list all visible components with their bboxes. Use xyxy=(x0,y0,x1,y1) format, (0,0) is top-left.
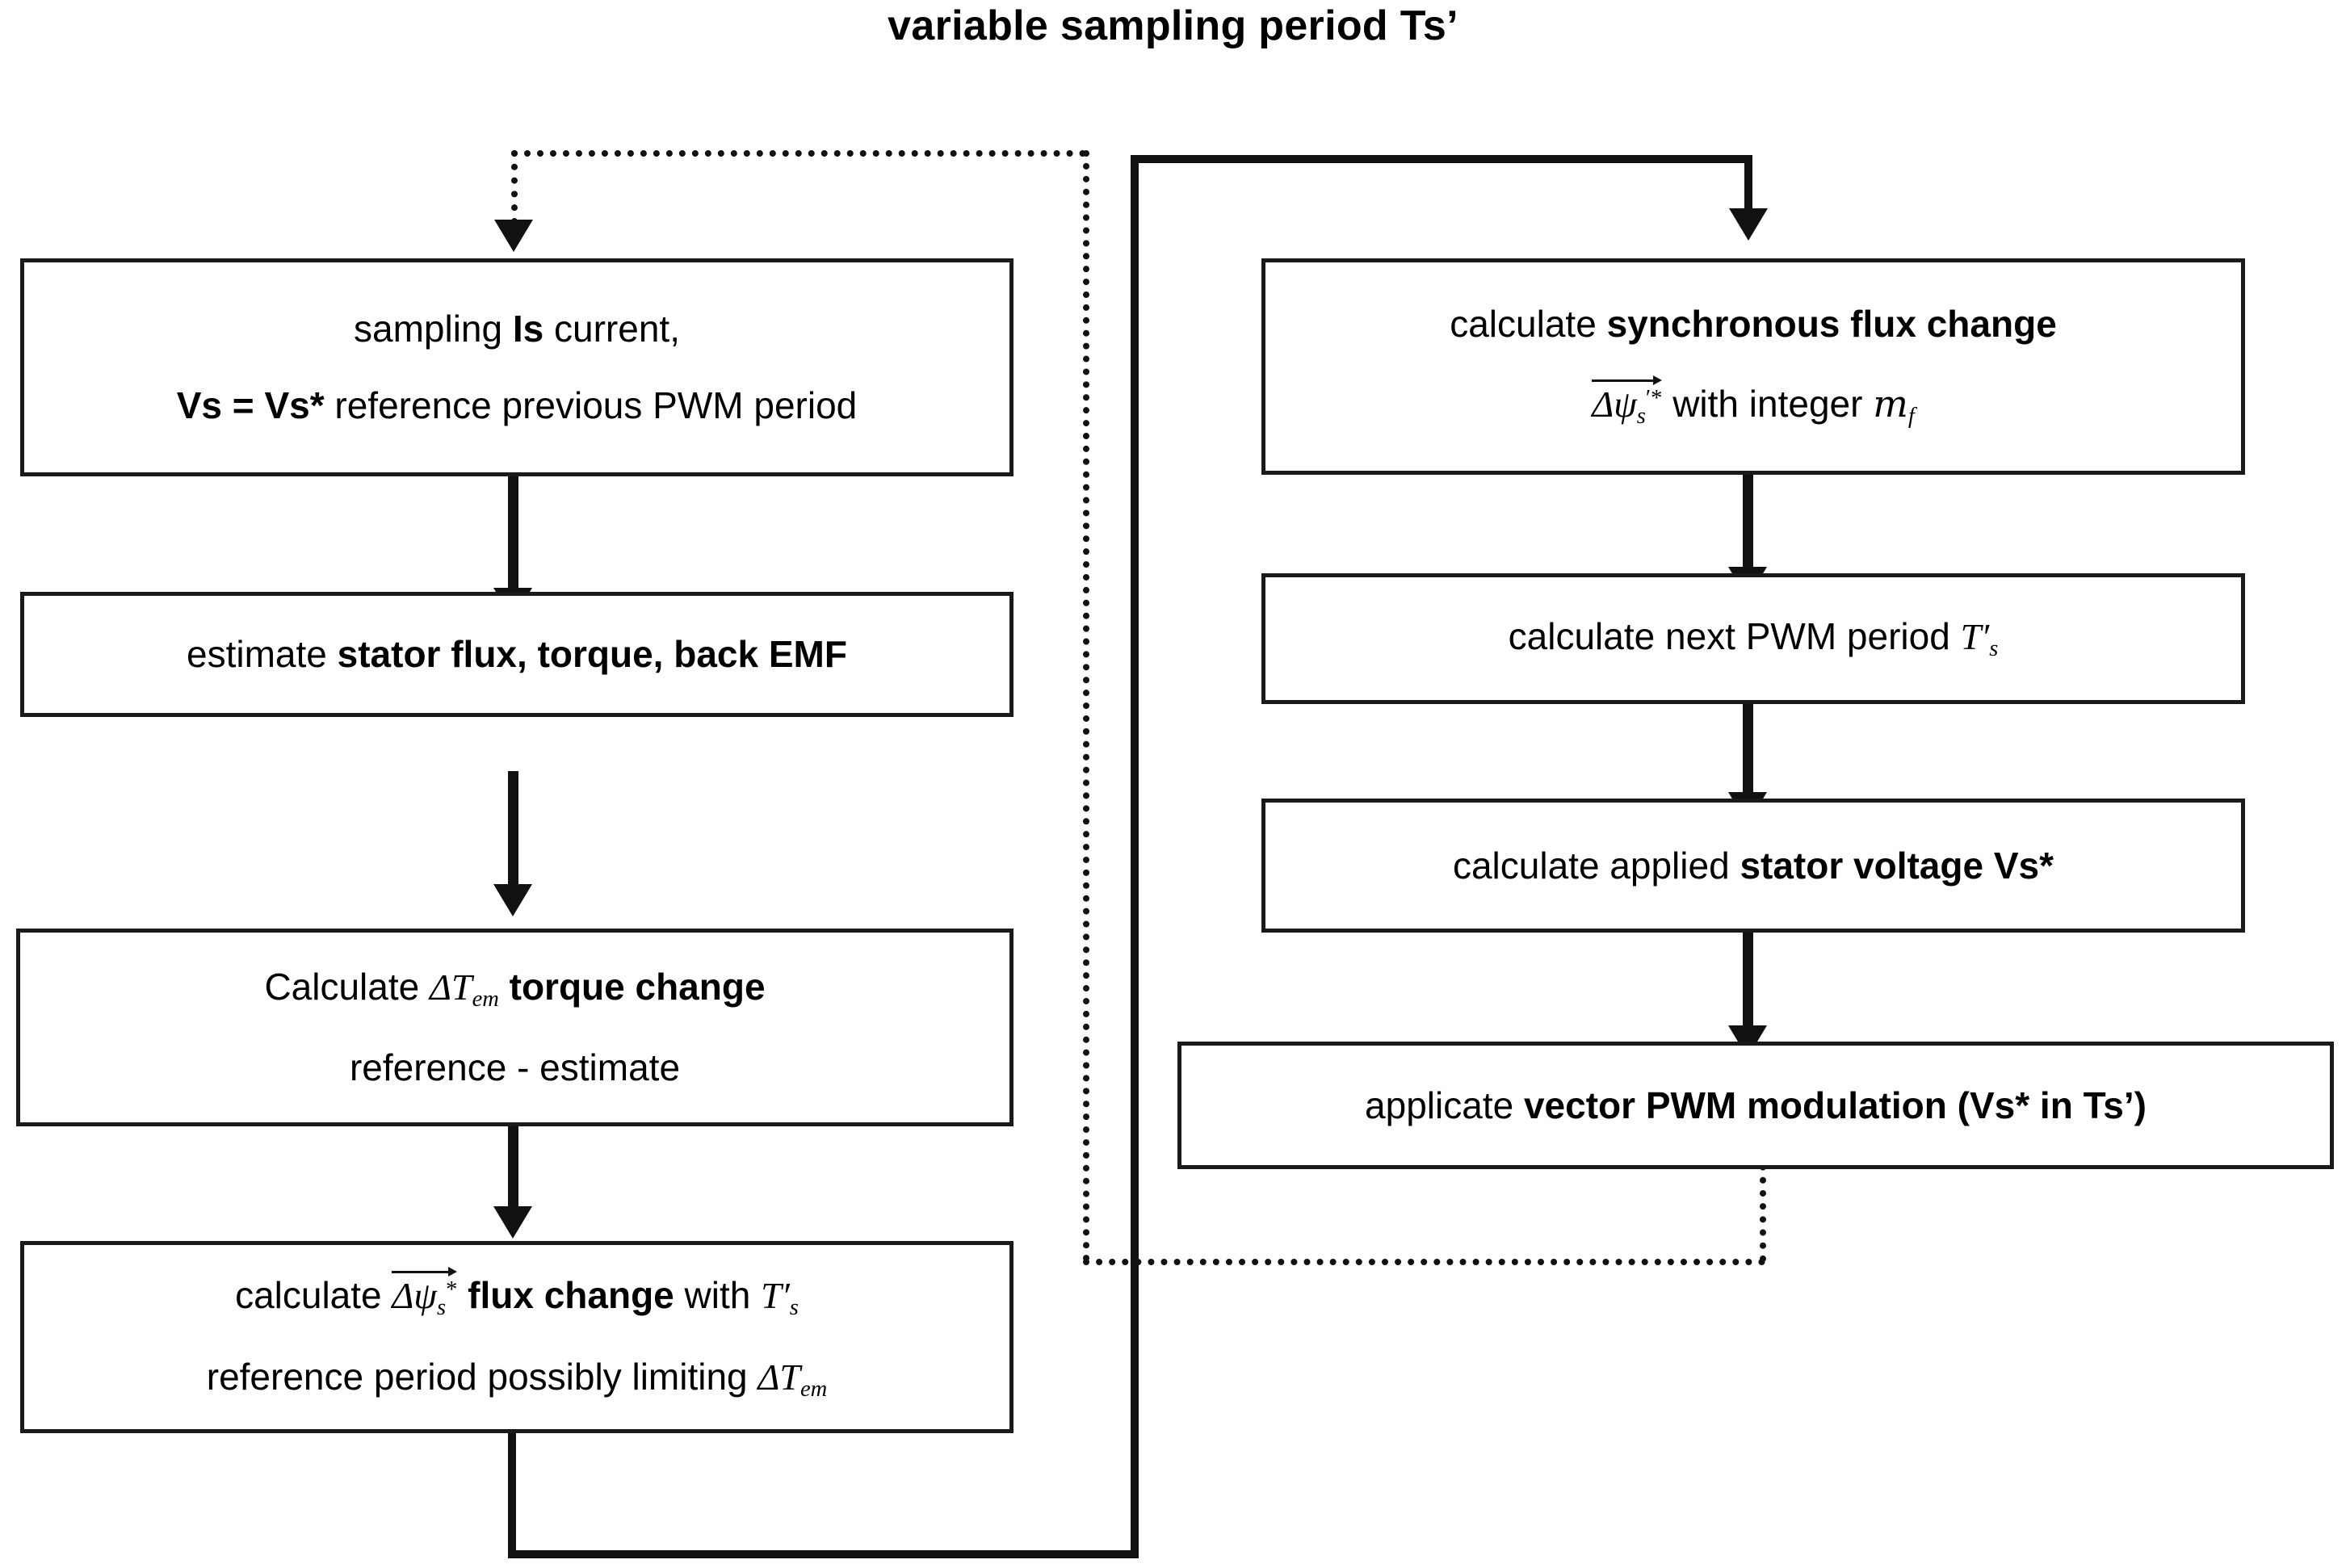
sampling-box-text-vsref: Vs* xyxy=(264,384,325,426)
solid-loop-seg-down-right xyxy=(1744,155,1752,213)
synchronous-flux-box-line-2: Δψs′* with integer mf xyxy=(1592,375,1915,430)
flux-change-psi: ψ xyxy=(413,1275,437,1317)
flux-change-delta: Δ xyxy=(392,1275,414,1317)
solid-loop-seg-top xyxy=(1131,155,1752,163)
next-pwm-period-box-text-a: calculate next PWM period xyxy=(1508,614,1961,657)
flux-change-box[interactable]: calculate Δψs* flux change with T′s refe… xyxy=(20,1241,1014,1433)
flux-change-box-line-2: reference period possibly limiting ΔTem xyxy=(207,1356,828,1403)
sampling-box-text-a: sampling xyxy=(354,308,513,350)
feedback-dotted-seg-bottom xyxy=(1083,1259,1765,1265)
torque-change-box-text-b: torque change xyxy=(498,965,766,1008)
estimate-box-text-b: stator flux, torque, back EMF xyxy=(337,633,847,676)
feedback-dotted-seg-down-right xyxy=(1760,1125,1766,1262)
torque-change-box-delta-t: ΔT xyxy=(430,966,472,1008)
flux-change-T-prime: ′ xyxy=(781,1275,790,1317)
synchronous-flux-box-text-a: calculate xyxy=(1450,303,1607,346)
sync-flux-m: m xyxy=(1873,382,1908,426)
sync-flux-m-sub: f xyxy=(1907,404,1915,430)
sampling-box-line-2: Vs = Vs* reference previous PWM period xyxy=(177,384,858,427)
flux-change-box-line2-dt: ΔT xyxy=(758,1356,800,1398)
flux-change-box-with: with xyxy=(674,1274,762,1317)
pwm-modulation-box-line-1: applicate vector PWM modulation (Vs* in … xyxy=(1365,1084,2147,1127)
flux-change-box-text-a: calculate xyxy=(235,1274,392,1317)
pwm-modulation-box-text-a: applicate xyxy=(1365,1084,1524,1126)
estimate-box-line-1: estimate stator flux, torque, back EMF xyxy=(187,633,847,676)
arrow-shaft-estimate-to-torque xyxy=(508,771,518,888)
estimate-box[interactable]: estimate stator flux, torque, back EMF xyxy=(20,592,1014,717)
next-pwm-period-box-line-1: calculate next PWM period T′s xyxy=(1509,615,1999,663)
flux-change-box-line2-a: reference period possibly limiting xyxy=(206,1356,758,1398)
flux-change-psi-sup: * xyxy=(446,1277,458,1302)
arrow-shaft-voltage-to-modulation xyxy=(1743,933,1753,1029)
flux-change-T-sub: s xyxy=(789,1295,799,1321)
solid-loop-seg-bottom xyxy=(508,1550,1139,1558)
arrow-shaft-sync-to-period xyxy=(1743,475,1753,572)
sampling-box[interactable]: sampling Is current, Vs = Vs* reference … xyxy=(20,258,1014,476)
torque-change-box-line-1: Calculate ΔTem torque change xyxy=(264,966,765,1013)
torque-change-box-line-2: reference - estimate xyxy=(349,1046,681,1089)
flux-change-vector-psi: Δψs* xyxy=(392,1267,458,1322)
arrow-shaft-torque-to-flux xyxy=(508,1114,518,1211)
stator-voltage-box[interactable]: calculate applied stator voltage Vs* xyxy=(1261,799,2245,933)
next-pwm-period-T-sub: s xyxy=(1989,635,1999,661)
sampling-box-text-d: reference previous PWM period xyxy=(324,384,858,426)
arrow-shaft-sampling-to-estimate xyxy=(508,475,518,592)
stator-voltage-box-text-a: calculate applied xyxy=(1452,844,1740,887)
arrow-shaft-period-to-voltage xyxy=(1743,704,1753,797)
pwm-modulation-box-text-b: vector PWM modulation (Vs* in Ts’) xyxy=(1523,1084,2147,1126)
sync-flux-delta: Δ xyxy=(1592,384,1614,426)
synchronous-flux-box[interactable]: calculate synchronous flux change Δψs′* … xyxy=(1261,258,2245,475)
estimate-box-text-a: estimate xyxy=(187,633,338,676)
stator-voltage-box-text-b: stator voltage Vs* xyxy=(1740,844,2054,887)
feedback-dotted-seg-top xyxy=(511,150,1086,157)
feedback-dotted-arrowhead xyxy=(494,220,533,252)
sync-flux-psi-prime: ′ xyxy=(1645,385,1651,411)
sampling-box-text-eq: = xyxy=(222,384,265,426)
torque-change-box-em-sub: em xyxy=(472,986,499,1012)
sampling-box-text-c: current, xyxy=(543,308,680,350)
solid-loop-arrowhead xyxy=(1729,208,1768,241)
arrow-head-torque-to-flux xyxy=(493,1206,532,1239)
sync-flux-psi: ψ xyxy=(1614,384,1637,426)
synchronous-flux-box-line-1: calculate synchronous flux change xyxy=(1450,303,2057,346)
torque-change-box-text-a: Calculate xyxy=(264,965,430,1008)
flux-change-box-line2-em: em xyxy=(800,1376,828,1402)
sampling-box-line-1: sampling Is current, xyxy=(354,308,680,350)
solid-loop-seg-down-left xyxy=(508,1428,516,1558)
page-title: variable sampling period Ts’ xyxy=(888,2,1458,49)
feedback-dotted-seg-down-left xyxy=(511,150,518,224)
pwm-modulation-box[interactable]: applicate vector PWM modulation (Vs* in … xyxy=(1177,1042,2334,1169)
flux-change-box-line-1: calculate Δψs* flux change with T′s xyxy=(235,1267,799,1322)
flux-change-psi-sub: s xyxy=(437,1295,447,1321)
arrow-head-estimate-to-torque xyxy=(493,884,532,916)
solid-loop-seg-up-right xyxy=(1131,155,1139,1558)
sync-flux-psi-sup: * xyxy=(1651,385,1663,411)
flux-change-T: T xyxy=(761,1275,782,1317)
sampling-box-text-vs: Vs xyxy=(176,384,223,426)
synchronous-flux-box-text-b: synchronous flux change xyxy=(1606,303,2057,346)
feedback-dotted-seg-up-left xyxy=(1083,150,1089,1262)
next-pwm-period-box[interactable]: calculate next PWM period T′s xyxy=(1261,573,2245,704)
next-pwm-period-T: T xyxy=(1960,615,1982,657)
sync-flux-with: with integer xyxy=(1662,383,1874,426)
torque-change-box[interactable]: Calculate ΔTem torque change reference -… xyxy=(16,929,1014,1126)
next-pwm-period-T-prime: ′ xyxy=(1981,615,1990,657)
sync-flux-vector-psi: Δψs′* xyxy=(1592,375,1663,430)
flux-change-box-text-b: flux change xyxy=(457,1274,674,1317)
sampling-box-text-is: Is xyxy=(512,308,544,350)
stator-voltage-box-line-1: calculate applied stator voltage Vs* xyxy=(1453,845,2054,887)
sync-flux-psi-sub: s xyxy=(1636,404,1646,430)
